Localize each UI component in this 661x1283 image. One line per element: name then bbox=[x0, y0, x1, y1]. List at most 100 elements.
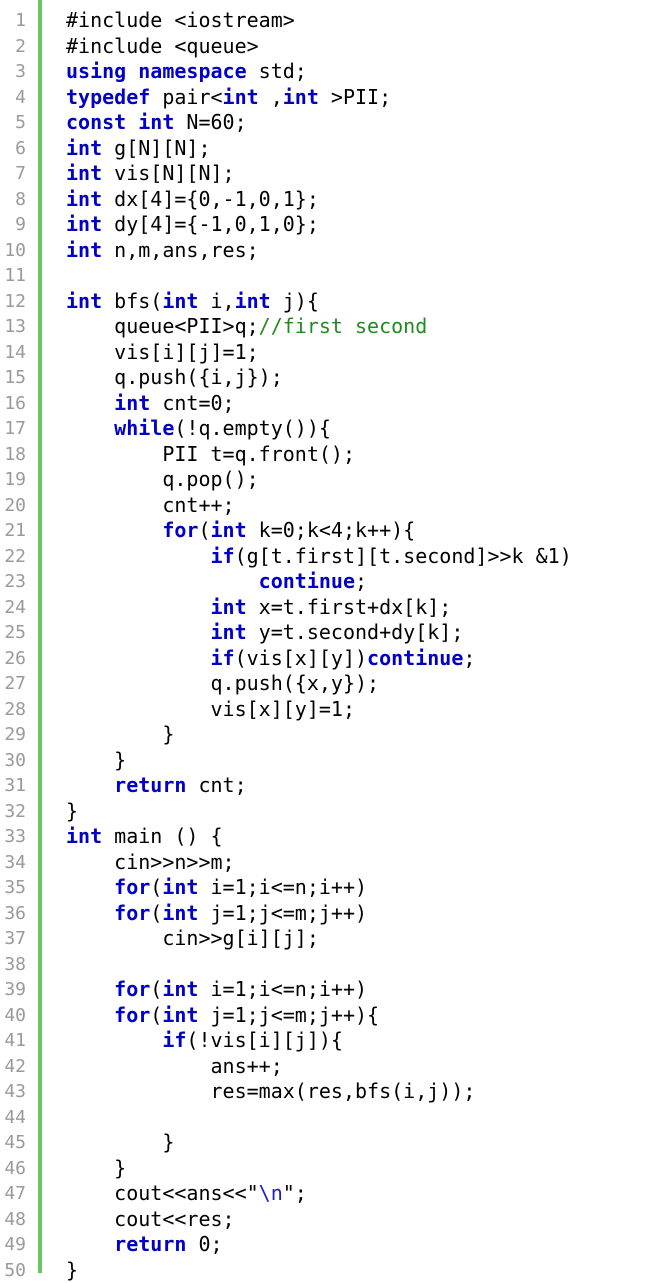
line-number: 49 bbox=[0, 1232, 26, 1258]
keyword-token: using bbox=[66, 59, 126, 83]
line-number: 41 bbox=[0, 1028, 26, 1054]
keyword-token: return bbox=[114, 773, 186, 797]
code-token bbox=[66, 595, 211, 619]
line-number: 30 bbox=[0, 748, 26, 774]
code-token: y=t.second+dy[k]; bbox=[247, 620, 464, 644]
code-text: cin>>n>>m; bbox=[66, 850, 235, 876]
line-number: 2 bbox=[0, 34, 26, 60]
code-text: res=max(res,bfs(i,j)); bbox=[66, 1079, 475, 1105]
keyword-token: namespace bbox=[138, 59, 246, 83]
keyword-token: const bbox=[66, 110, 126, 134]
code-text: } bbox=[66, 799, 78, 825]
code-token bbox=[66, 977, 114, 1001]
code-token: dx[4]={0,-1,0,1}; bbox=[102, 187, 319, 211]
line-number: 26 bbox=[0, 646, 26, 672]
keyword-token: int bbox=[162, 875, 198, 899]
line-number: 43 bbox=[0, 1079, 26, 1105]
line-number: 7 bbox=[0, 161, 26, 187]
code-text: int g[N][N]; bbox=[66, 136, 211, 162]
code-text: return 0; bbox=[66, 1232, 223, 1258]
keyword-token: if bbox=[211, 646, 235, 670]
code-token: ( bbox=[198, 518, 210, 542]
line-number: 4 bbox=[0, 85, 26, 111]
change-indicator-bar bbox=[38, 0, 42, 1273]
code-token bbox=[66, 1003, 114, 1027]
keyword-token: int bbox=[223, 85, 259, 109]
line-number: 27 bbox=[0, 671, 26, 697]
code-token bbox=[66, 416, 114, 440]
keyword-token: for bbox=[114, 1003, 150, 1027]
line-number: 12 bbox=[0, 289, 26, 315]
code-text: int x=t.first+dx[k]; bbox=[66, 595, 451, 621]
line-number: 42 bbox=[0, 1054, 26, 1080]
line-number: 24 bbox=[0, 595, 26, 621]
code-token: cnt; bbox=[186, 773, 246, 797]
line-number: 38 bbox=[0, 952, 26, 978]
code-text: continue; bbox=[66, 569, 367, 595]
code-token: res=max(res,bfs(i,j)); bbox=[66, 1079, 475, 1103]
code-text: int y=t.second+dy[k]; bbox=[66, 620, 463, 646]
code-text: for(int k=0;k<4;k++){ bbox=[66, 518, 415, 544]
code-text: } bbox=[66, 748, 126, 774]
code-text: int bfs(int i,int j){ bbox=[66, 289, 319, 315]
code-token: ( bbox=[150, 977, 162, 1001]
code-token: cout<<res; bbox=[66, 1207, 235, 1231]
code-token: k=0;k<4;k++){ bbox=[247, 518, 416, 542]
keyword-token: int bbox=[162, 1003, 198, 1027]
line-number: 32 bbox=[0, 799, 26, 825]
line-number: 36 bbox=[0, 901, 26, 927]
keyword-token: if bbox=[162, 1028, 186, 1052]
line-number: 14 bbox=[0, 340, 26, 366]
line-number: 44 bbox=[0, 1105, 26, 1131]
code-token: (g[t.first][t.second]>>k &1) bbox=[235, 544, 572, 568]
code-token: vis[i][j]=1; bbox=[66, 340, 259, 364]
code-text: if(vis[x][y])continue; bbox=[66, 646, 475, 672]
code-token: i=1;i<=n;i++) bbox=[198, 875, 367, 899]
code-token: N=60; bbox=[174, 110, 246, 134]
code-token: #include <iostream> bbox=[66, 8, 295, 32]
line-number: 16 bbox=[0, 391, 26, 417]
keyword-token: int bbox=[211, 518, 247, 542]
keyword-token: int bbox=[283, 85, 319, 109]
keyword-token: int bbox=[162, 977, 198, 1001]
keyword-token: continue bbox=[259, 569, 355, 593]
code-token: } bbox=[66, 799, 78, 823]
code-text: for(int i=1;i<=n;i++) bbox=[66, 977, 367, 1003]
keyword-token: int bbox=[211, 595, 247, 619]
code-text: queue<PII>q;//first second bbox=[66, 314, 427, 340]
code-token: >PII; bbox=[319, 85, 391, 109]
line-number: 13 bbox=[0, 314, 26, 340]
keyword-token: int bbox=[66, 161, 102, 185]
code-token: } bbox=[66, 748, 126, 772]
code-token: q.push({x,y}); bbox=[66, 671, 379, 695]
keyword-token: typedef bbox=[66, 85, 150, 109]
keyword-token: int bbox=[162, 289, 198, 313]
line-number: 28 bbox=[0, 697, 26, 723]
line-number: 33 bbox=[0, 824, 26, 850]
code-token bbox=[66, 901, 114, 925]
code-token: } bbox=[66, 1156, 126, 1180]
code-text: int vis[N][N]; bbox=[66, 161, 235, 187]
line-number: 25 bbox=[0, 620, 26, 646]
code-token: q.pop(); bbox=[66, 467, 259, 491]
keyword-token: int bbox=[235, 289, 271, 313]
keyword-token: int bbox=[66, 289, 102, 313]
code-token: , bbox=[259, 85, 283, 109]
code-token: PII t=q.front(); bbox=[66, 442, 355, 466]
code-token bbox=[126, 59, 138, 83]
code-text: int cnt=0; bbox=[66, 391, 235, 417]
code-token bbox=[66, 518, 162, 542]
code-text: PII t=q.front(); bbox=[66, 442, 355, 468]
keyword-token: while bbox=[114, 416, 174, 440]
keyword-token: int bbox=[66, 212, 102, 236]
code-text: vis[i][j]=1; bbox=[66, 340, 259, 366]
keyword-token: int bbox=[114, 391, 150, 415]
code-token: i=1;i<=n;i++) bbox=[198, 977, 367, 1001]
code-text: for(int j=1;j<=m;j++) bbox=[66, 901, 367, 927]
code-text: while(!q.empty()){ bbox=[66, 416, 331, 442]
line-number: 17 bbox=[0, 416, 26, 442]
keyword-token: int bbox=[66, 238, 102, 262]
code-text: } bbox=[66, 1130, 174, 1156]
code-text: int dy[4]={-1,0,1,0}; bbox=[66, 212, 319, 238]
